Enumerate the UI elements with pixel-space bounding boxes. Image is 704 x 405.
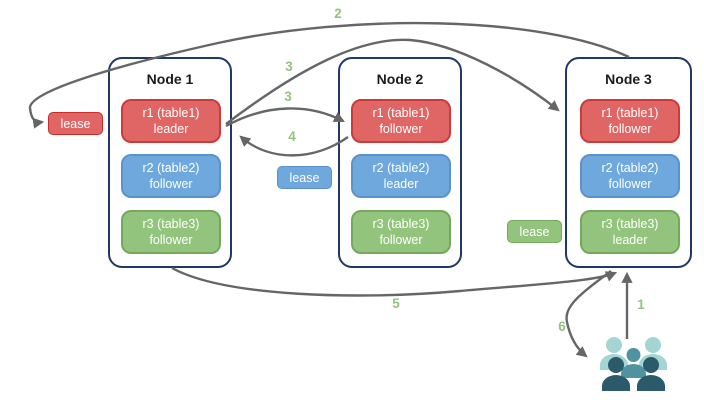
node-1-replica-r2: r2 (table2) follower	[121, 154, 221, 198]
node-1-replica-r3: r3 (table3) follower	[121, 210, 221, 254]
step-label-2: 2	[334, 6, 342, 21]
step-label-4: 4	[288, 129, 296, 144]
replica-range-label: r3 (table3)	[372, 216, 430, 231]
replica-role-label: follower	[608, 177, 652, 191]
node-3-box: Node 3 r1 (table1) follower r2 (table2) …	[565, 57, 692, 268]
replica-role-label: follower	[379, 233, 423, 247]
replica-role-label: follower	[149, 233, 193, 247]
step-label-5: 5	[392, 296, 400, 311]
replica-role-label: follower	[149, 177, 193, 191]
replica-range-label: r3 (table3)	[142, 216, 200, 231]
replica-range-label: r3 (table3)	[601, 216, 659, 231]
node-1-replica-r1: r1 (table1) leader	[121, 99, 221, 143]
node-2-box: Node 2 r1 (table1) follower r2 (table2) …	[338, 57, 462, 268]
node-2-replica-r2: r2 (table2) leader	[351, 154, 451, 198]
replica-range-label: r1 (table1)	[372, 105, 430, 120]
lease-badge-r3: lease	[507, 220, 562, 243]
replica-range-label: r1 (table1)	[142, 105, 200, 120]
replica-range-label: r2 (table2)	[372, 160, 430, 175]
node-1-title: Node 1	[146, 71, 194, 87]
node-3-title: Node 3	[605, 71, 652, 87]
replica-role-label: leader	[383, 177, 419, 191]
arrow-step-5	[171, 266, 618, 297]
node-3-replica-r1: r1 (table1) follower	[580, 99, 680, 143]
node-3-replica-r2: r2 (table2) follower	[580, 154, 680, 198]
replica-range-label: r2 (table2)	[142, 160, 200, 175]
node-2-replica-r1: r1 (table1) follower	[351, 99, 451, 143]
replica-role-label: follower	[608, 122, 652, 136]
node-1-box: Node 1 r1 (table1) leader r2 (table2) fo…	[108, 57, 232, 268]
node-2-replica-r3: r3 (table3) follower	[351, 210, 451, 254]
step-label-6: 6	[558, 319, 566, 334]
lease-badge-r2: lease	[277, 166, 332, 189]
step-label-3b: 3	[285, 59, 293, 74]
user-group-icon	[596, 334, 672, 399]
replica-role-label: follower	[379, 122, 423, 136]
lease-badge-r1: lease	[48, 112, 103, 135]
node-2-title: Node 2	[376, 71, 424, 87]
replica-role-label: leader	[153, 122, 189, 136]
arrow-step-3a	[225, 107, 345, 128]
step-label-1: 1	[637, 297, 645, 312]
node-3-replica-r3: r3 (table3) leader	[580, 210, 680, 254]
step-label-3a: 3	[284, 89, 292, 104]
replica-range-label: r2 (table2)	[601, 160, 659, 175]
replica-range-label: r1 (table1)	[601, 105, 659, 120]
replica-role-label: leader	[612, 233, 648, 247]
